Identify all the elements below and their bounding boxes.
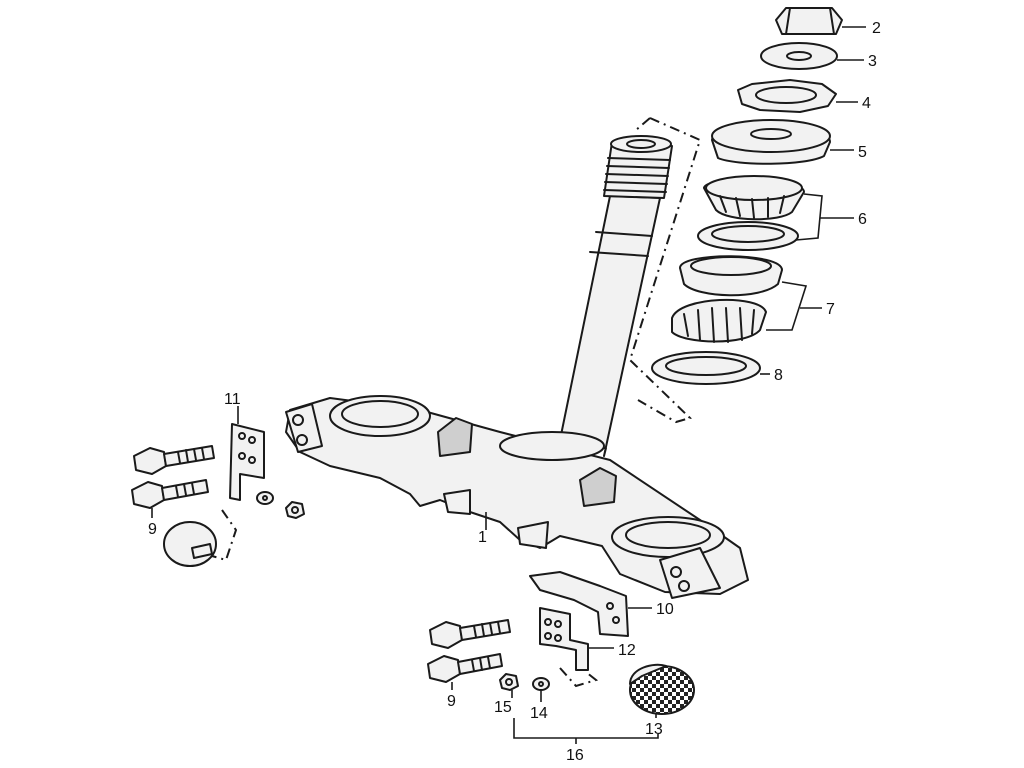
callout-2: 2: [872, 20, 881, 37]
part-5-dust-cover: [711, 119, 831, 165]
part-13-reflector: [629, 663, 695, 715]
leader-lines: [151, 26, 866, 744]
part-9-bolt-upper-left: [133, 445, 215, 475]
part-9-bolt-upper-right: [429, 619, 511, 649]
part-3-washer: [760, 42, 838, 70]
part-8-seal-ring: [651, 351, 761, 385]
part-15-nut: [499, 673, 519, 691]
part-7-lower-bearing: [671, 298, 767, 343]
callout-6: 6: [858, 211, 867, 228]
callout-11: 11: [224, 391, 241, 408]
part-4-lock-washer: [737, 79, 837, 113]
part-2-cap-nut: [775, 7, 843, 35]
washer-left: [256, 491, 274, 505]
assembly-dash-box-right: [559, 667, 599, 688]
callout-10: 10: [656, 601, 674, 618]
steering-stem-triple-clamp: [285, 135, 749, 599]
callout-12: 12: [618, 642, 636, 659]
part-10-bracket: [529, 571, 629, 637]
assembly-dash-box-left: [211, 509, 238, 562]
callout-15: 15: [494, 699, 512, 716]
part-9-bolt-lower-right: [427, 653, 503, 683]
part-9-bolt-lower-left: [131, 479, 209, 509]
callout-9-right: 9: [447, 693, 456, 710]
reflector-left: [163, 521, 217, 567]
callout-1: 1: [478, 529, 487, 546]
callout-16: 16: [566, 747, 584, 764]
callout-4: 4: [862, 95, 871, 112]
callout-3: 3: [868, 53, 877, 70]
callout-5: 5: [858, 144, 867, 161]
part-7-bearing-race: [679, 255, 783, 297]
callout-9-left: 9: [148, 521, 157, 538]
callout-8: 8: [774, 367, 783, 384]
callout-7: 7: [826, 301, 835, 318]
part-6-bearing-race: [697, 221, 799, 251]
callout-13: 13: [645, 721, 663, 738]
part-12-bracket: [539, 607, 589, 671]
part-14-washer: [532, 677, 550, 691]
assembly-dash-box-stem: [628, 117, 702, 424]
nut-left: [285, 501, 305, 519]
callouts: 1 2 3 4 5 6 7 8 9 9 10 11 12 13 14 15 16: [148, 20, 881, 764]
part-11-bracket: [229, 423, 265, 501]
part-6-upper-bearing: [703, 175, 805, 221]
callout-14: 14: [530, 705, 548, 722]
